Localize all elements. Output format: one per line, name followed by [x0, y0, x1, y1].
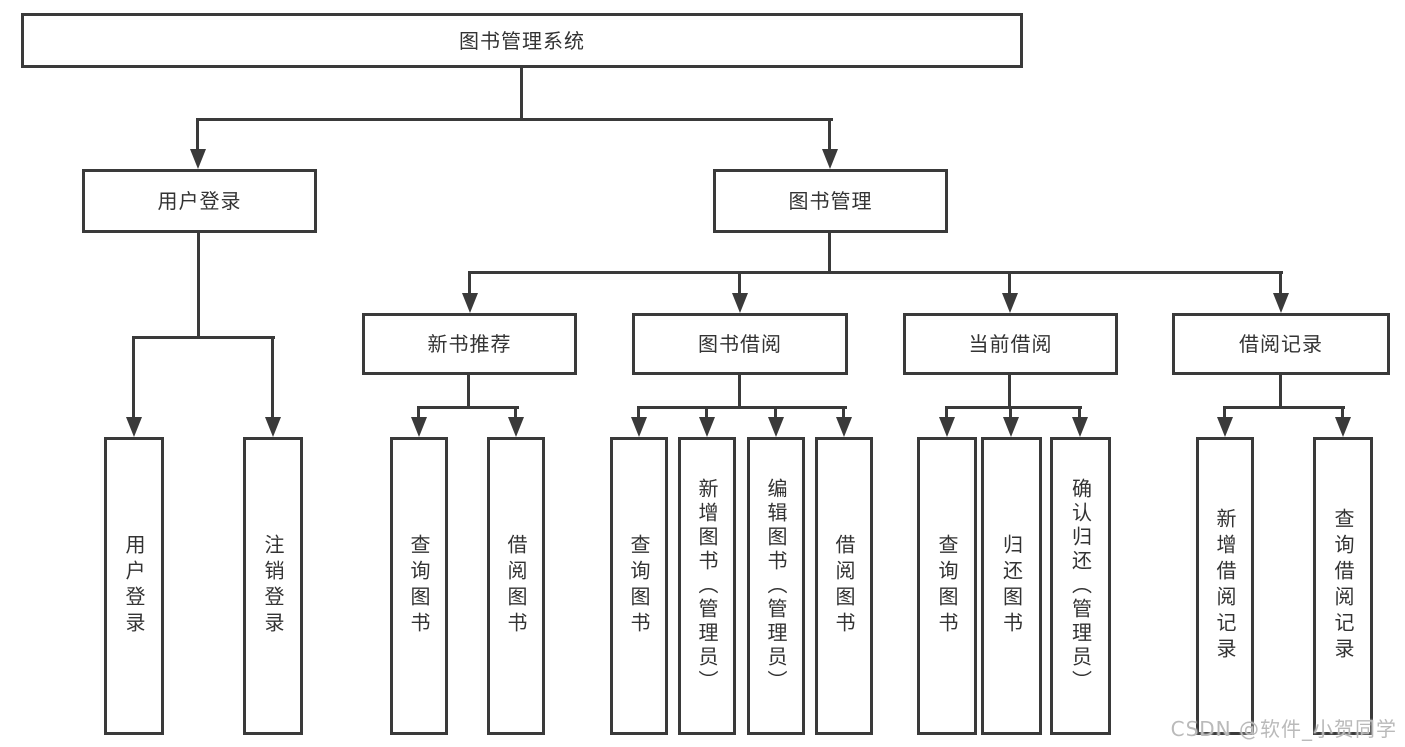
connector-line: [945, 406, 948, 420]
leaf-cb-confirm-return-admin: 确认归还（管理员）: [1050, 437, 1111, 735]
connector-line: [271, 336, 274, 419]
connector-line: [1008, 375, 1011, 409]
leaf-bb-borrow-books: 借阅图书: [815, 437, 873, 735]
connector-line: [468, 271, 1283, 274]
arrow-down-icon: [822, 149, 838, 169]
node-user-login: 用户登录: [82, 169, 317, 233]
connector-line: [132, 336, 275, 339]
arrow-down-icon: [768, 417, 784, 437]
arrow-down-icon: [265, 417, 281, 437]
connector-line: [1223, 406, 1226, 420]
leaf-bb-add-book-admin: 新增图书（管理员）: [678, 437, 736, 735]
connector-line: [417, 406, 420, 420]
leaf-bb-query-books: 查询图书: [610, 437, 668, 735]
connector-line: [1279, 375, 1282, 409]
leaf-br-add-borrow-record: 新增借阅记录: [1196, 437, 1254, 735]
connector-line: [1341, 406, 1344, 420]
arrow-down-icon: [1003, 417, 1019, 437]
leaf-nb-borrow-books: 借阅图书: [487, 437, 545, 735]
leaf-cb-query-books: 查询图书: [917, 437, 977, 735]
arrow-down-icon: [190, 149, 206, 169]
connector-line: [467, 375, 470, 409]
connector-line: [132, 336, 135, 419]
leaf-user-login: 用户登录: [104, 437, 164, 735]
connector-line: [738, 375, 741, 409]
connector-line: [1078, 406, 1081, 420]
watermark: CSDN @软件_小贺同学: [1170, 717, 1397, 741]
arrow-down-icon: [462, 293, 478, 313]
connector-line: [705, 406, 708, 420]
node-current-borrowing: 当前借阅: [903, 313, 1118, 375]
leaf-bb-edit-book-admin: 编辑图书（管理员）: [747, 437, 805, 735]
arrow-down-icon: [508, 417, 524, 437]
connector-line: [945, 406, 1082, 409]
connector-line: [197, 233, 200, 339]
connector-line: [1009, 406, 1012, 420]
arrow-down-icon: [939, 417, 955, 437]
arrow-down-icon: [1335, 417, 1351, 437]
connector-line: [1008, 271, 1011, 296]
arrow-down-icon: [1273, 293, 1289, 313]
arrow-down-icon: [631, 417, 647, 437]
connector-line: [1279, 271, 1282, 296]
connector-line: [738, 271, 741, 296]
connector-line: [637, 406, 640, 420]
node-book-management: 图书管理: [713, 169, 948, 233]
arrow-down-icon: [126, 417, 142, 437]
leaf-br-query-borrow-record: 查询借阅记录: [1313, 437, 1373, 735]
arrow-down-icon: [836, 417, 852, 437]
arrow-down-icon: [1072, 417, 1088, 437]
connector-line: [1223, 406, 1345, 409]
connector-line: [468, 271, 471, 296]
arrow-down-icon: [1217, 417, 1233, 437]
connector-line: [774, 406, 777, 420]
arrow-down-icon: [411, 417, 427, 437]
arrow-down-icon: [699, 417, 715, 437]
arrow-down-icon: [1002, 293, 1018, 313]
leaf-logout: 注销登录: [243, 437, 303, 735]
connector-line: [196, 118, 833, 121]
arrow-down-icon: [732, 293, 748, 313]
connector-line: [514, 406, 517, 420]
connector-line: [828, 233, 831, 274]
connector-line: [828, 118, 831, 151]
node-library-management-system: 图书管理系统: [21, 13, 1023, 68]
leaf-nb-query-books: 查询图书: [390, 437, 448, 735]
connector-line: [196, 118, 199, 151]
node-borrowing-records: 借阅记录: [1172, 313, 1390, 375]
connector-line: [417, 406, 519, 409]
leaf-cb-return-books: 归还图书: [981, 437, 1042, 735]
connector-line: [520, 68, 523, 120]
node-new-book-recommendation: 新书推荐: [362, 313, 577, 375]
node-book-borrowing: 图书借阅: [632, 313, 848, 375]
connector-line: [842, 406, 845, 420]
connector-line: [637, 406, 847, 409]
